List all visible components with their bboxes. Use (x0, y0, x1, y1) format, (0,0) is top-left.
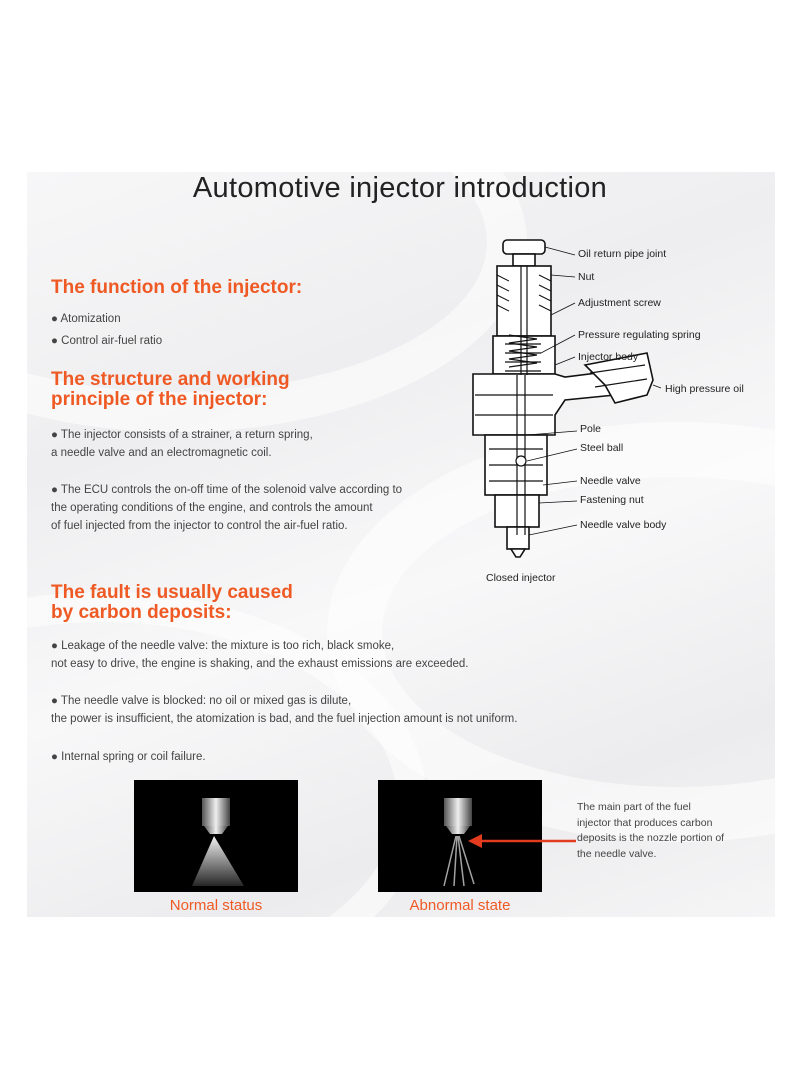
bullet-atomization: ● Atomization (51, 313, 121, 325)
label-needle-valve-body: Needle valve body (580, 519, 667, 531)
structure-heading-1: The structure and working (51, 369, 290, 390)
fault-heading-2: by carbon deposits: (51, 602, 232, 623)
abnormal-spray-image (378, 780, 542, 892)
pointer-arrow-icon (468, 834, 576, 848)
label-fastening-nut: Fastening nut (580, 494, 644, 506)
fault-b1-line2: not easy to drive, the engine is shaking… (51, 658, 469, 670)
structure-heading-2: principle of the injector: (51, 389, 268, 410)
normal-caption: Normal status (169, 897, 263, 914)
structure-para2-line1: ● The ECU controls the on-off time of th… (51, 484, 403, 496)
label-high-pressure-oil: High pressure oil (665, 383, 744, 395)
label-steel-ball: Steel ball (580, 442, 624, 454)
structure-para1-line1: ● The injector consists of a strainer, a… (51, 429, 313, 441)
structure-para2-line3: of fuel injected from the injector to co… (51, 520, 348, 532)
label-pressure-spring: Pressure regulating spring (578, 329, 701, 341)
diagram-caption: Closed injector (486, 572, 556, 584)
label-pole: Pole (580, 423, 602, 435)
label-nut: Nut (578, 271, 595, 283)
page-title: Automotive injector introduction (192, 172, 608, 204)
carbon-deposit-note: The main part of the fuel injector that … (577, 801, 725, 860)
bullet-air-fuel: ● Control air-fuel ratio (51, 335, 163, 347)
label-injector-body: Injector body (578, 351, 639, 363)
fault-heading-1: The fault is usually caused (51, 582, 293, 603)
function-heading: The function of the injector: (51, 277, 303, 298)
structure-para2-line2: the operating conditions of the engine, … (51, 502, 373, 514)
label-adjustment-screw: Adjustment screw (578, 297, 661, 309)
label-needle-valve: Needle valve (580, 475, 641, 487)
injector-diagram (472, 239, 662, 558)
fault-b2-line1: ● The needle valve is blocked: no oil or… (51, 695, 352, 707)
fault-b2-line2: the power is insufficient, the atomizati… (51, 713, 518, 725)
normal-spray-image (134, 780, 298, 892)
structure-para1-line2: a needle valve and an electromagnetic co… (51, 447, 272, 459)
abnormal-caption: Abnormal state (409, 897, 511, 914)
fault-b3: ● Internal spring or coil failure. (51, 751, 206, 763)
fault-b1-line1: ● Leakage of the needle valve: the mixtu… (51, 640, 395, 652)
label-oil-return: Oil return pipe joint (578, 248, 667, 260)
